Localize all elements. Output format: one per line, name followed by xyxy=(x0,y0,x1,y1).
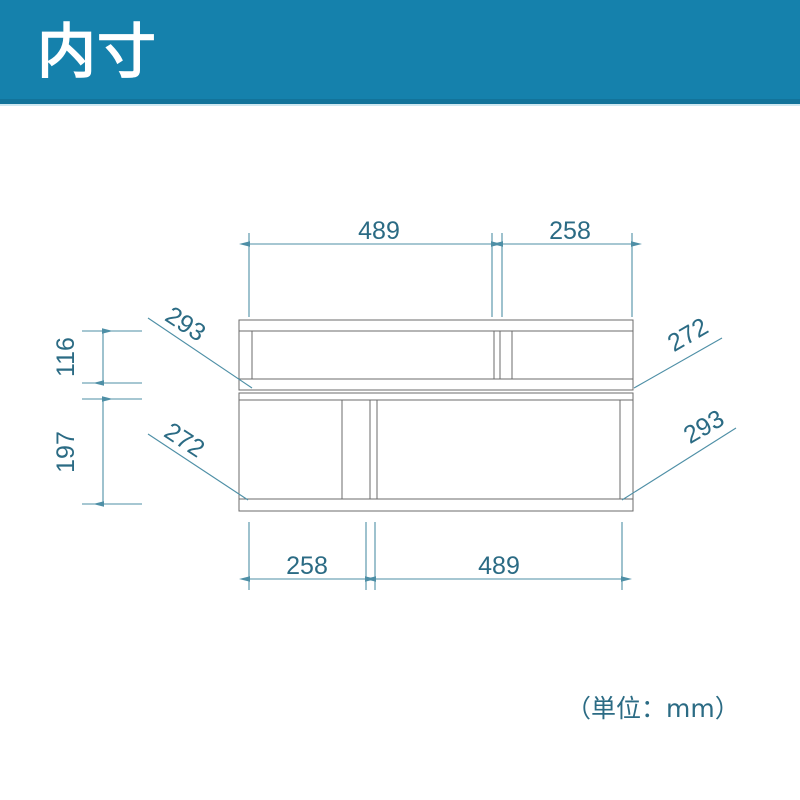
dimension-label-top-left: 489 xyxy=(358,217,400,245)
header-band xyxy=(0,0,800,99)
top-dimension-group xyxy=(239,233,642,317)
leader-line-upper-right xyxy=(633,337,723,389)
lower-tier-outer-box xyxy=(238,392,634,512)
dimension-label-top-right: 258 xyxy=(549,217,591,245)
dimension-label-leader-upper-right: 272 xyxy=(663,313,713,358)
leader-line-lower-right xyxy=(621,427,737,501)
header-band-underline xyxy=(0,104,800,106)
leader-line-lower-left xyxy=(147,433,249,501)
dimension-label-bottom-left: 258 xyxy=(286,552,328,580)
leader-line-upper-left xyxy=(147,317,253,389)
dimension-label-bottom-right: 489 xyxy=(478,552,520,580)
bottom-dimension-group xyxy=(239,522,632,590)
leader-line-group xyxy=(147,317,737,501)
upper-tier-outer-box xyxy=(238,319,634,391)
unit-note: （単位：mm） xyxy=(566,694,740,723)
dimension-label-left-upper: 116 xyxy=(52,337,80,377)
dimension-label-leader-lower-right: 293 xyxy=(679,405,729,450)
cabinet-outline-group xyxy=(238,319,634,512)
page-title: 内寸 xyxy=(37,17,158,86)
header-band-shadow xyxy=(0,99,800,104)
dimension-label-leader-upper-left: 293 xyxy=(160,301,210,347)
left-dimension-group xyxy=(82,328,142,507)
dimension-label-left-lower: 197 xyxy=(52,431,80,473)
dimension-label-leader-lower-left: 272 xyxy=(159,417,209,463)
